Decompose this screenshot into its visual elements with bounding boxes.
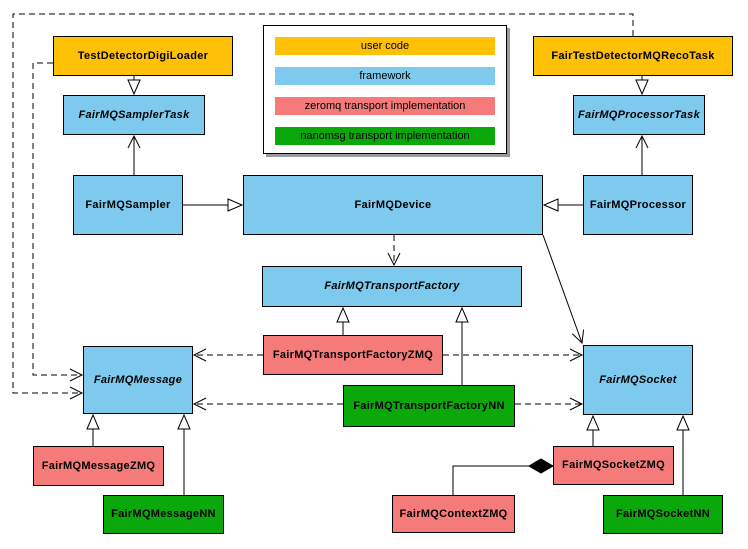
node-fairmqmessagezmq: FairMQMessageZMQ (33, 446, 164, 486)
legend-label: zeromq transport implementation (304, 100, 466, 112)
node-fairmqtransportfactory: FairMQTransportFactory (262, 266, 522, 307)
node-fairmqprocessortask: FairMQProcessorTask (573, 95, 705, 135)
edge-digiloader-message-dependency (32, 62, 84, 382)
node-testdetectordigiloader: TestDetectorDigiLoader (53, 36, 233, 76)
node-fairmqsocket: FairMQSocket (583, 345, 693, 415)
node-fairmqmessage: FairMQMessage (83, 346, 193, 414)
legend-label: nanomsg transport implementation (300, 130, 470, 142)
edge-recotask-message-dependency (12, 13, 634, 400)
node-fairmqsocketnn: FairMQSocketNN (603, 495, 723, 534)
legend-item-user-code: user code (275, 37, 495, 55)
legend-item-framework: framework (275, 67, 495, 85)
node-fairmqsamplertask: FairMQSamplerTask (63, 95, 205, 135)
node-fairmqtransportfactorynn: FairMQTransportFactoryNN (343, 385, 515, 427)
node-fairmqmessagenn: FairMQMessageNN (103, 495, 224, 534)
edge-contextzmq-socketzmq-composition (452, 465, 529, 495)
node-fairtestdetectormqrecotask: FairTestDetectorMQRecoTask (533, 36, 733, 76)
composition-diamond (528, 458, 554, 474)
node-fairmqsampler: FairMQSampler (73, 175, 183, 235)
node-fairmqcontextzmq: FairMQContextZMQ (392, 495, 515, 533)
node-fairmqdevice: FairMQDevice (243, 175, 543, 235)
legend-label: framework (359, 70, 411, 82)
node-fairmqsocketzmq: FairMQSocketZMQ (553, 446, 674, 485)
edge-device-socket-association (542, 234, 585, 345)
node-fairmqtransportfactoryzmq: FairMQTransportFactoryZMQ (263, 335, 443, 375)
legend: user code framework zeromq transport imp… (263, 25, 507, 154)
legend-item-zeromq: zeromq transport implementation (275, 97, 495, 115)
legend-item-nanomsg: nanomsg transport implementation (275, 127, 495, 145)
node-fairmqprocessor: FairMQProcessor (583, 175, 693, 235)
legend-label: user code (360, 40, 410, 52)
